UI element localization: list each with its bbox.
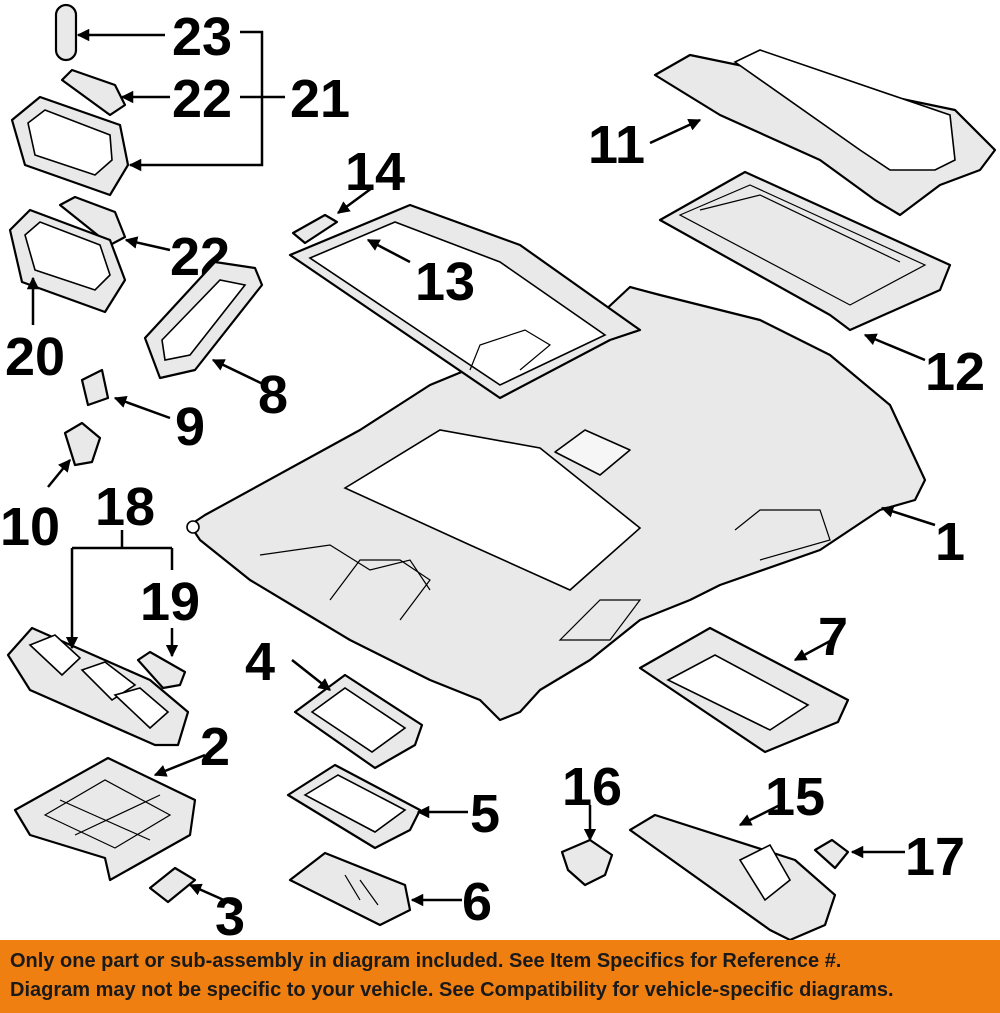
part-lamp-2 xyxy=(13,756,197,882)
callout-number: 15 xyxy=(765,767,825,827)
part-bulb-3 xyxy=(148,866,197,904)
disclaimer-line-2: Diagram may not be specific to your vehi… xyxy=(10,979,894,1001)
callout-1: 1 xyxy=(880,505,965,572)
part-lamp-8 xyxy=(143,260,264,380)
callout-number: 9 xyxy=(175,397,205,457)
callout-12: 12 xyxy=(863,333,985,402)
part-bulb xyxy=(54,3,78,62)
callout-number: 3 xyxy=(215,887,245,940)
callout-2: 2 xyxy=(153,717,230,777)
part-sunroof-panel xyxy=(658,170,952,332)
callout-9: 9 xyxy=(113,395,205,457)
part-cover-6 xyxy=(288,851,412,927)
callout-21: 21 xyxy=(128,30,350,172)
part-dome-housing xyxy=(10,95,130,197)
callout-number: 4 xyxy=(245,632,275,692)
callout-17: 17 xyxy=(850,827,965,887)
part-bracket-16 xyxy=(560,838,614,887)
callout-15: 15 xyxy=(738,767,825,827)
callout-number: 11 xyxy=(588,115,645,175)
callout-22-top: 22 xyxy=(120,69,232,129)
part-clip-17 xyxy=(813,838,850,870)
callout-number: 22 xyxy=(172,69,232,129)
parts-diagram: 1 11 12 13 14 xyxy=(0,3,997,940)
callout-number: 14 xyxy=(345,142,405,202)
part-sunroof-glass xyxy=(653,49,997,217)
part-bezel-4 xyxy=(293,673,424,770)
part-mirror-5 xyxy=(286,763,422,850)
callout-8: 8 xyxy=(211,358,288,425)
callout-number: 19 xyxy=(140,572,200,632)
callout-number: 10 xyxy=(0,497,60,557)
callout-number: 7 xyxy=(818,607,848,667)
callout-number: 1 xyxy=(935,512,965,572)
callout-number: 8 xyxy=(258,365,288,425)
callout-19: 19 xyxy=(140,572,200,658)
callout-5: 5 xyxy=(416,784,500,844)
disclaimer-line-1: Only one part or sub-assembly in diagram… xyxy=(10,950,842,972)
part-clip-9 xyxy=(80,368,110,407)
callout-number: 13 xyxy=(415,252,475,312)
part-clip-10 xyxy=(63,421,102,467)
part-sunroof-frame xyxy=(288,203,642,400)
callout-7: 7 xyxy=(793,607,848,667)
part-console-18 xyxy=(6,626,190,747)
callout-number: 20 xyxy=(5,327,65,387)
callout-23: 23 xyxy=(76,7,232,67)
callout-6: 6 xyxy=(410,872,492,932)
part-bezel-7 xyxy=(638,626,850,754)
callout-20: 20 xyxy=(5,276,65,387)
callout-3: 3 xyxy=(188,883,245,940)
part-sun-visor xyxy=(628,813,837,940)
part-lens-22-top xyxy=(60,68,127,117)
callout-13: 13 xyxy=(366,238,475,312)
part-clip-14 xyxy=(291,213,339,245)
callout-10: 10 xyxy=(0,459,71,557)
callout-number: 21 xyxy=(290,69,350,129)
callout-number: 6 xyxy=(462,872,492,932)
part-lens-19 xyxy=(136,650,187,690)
callout-number: 5 xyxy=(470,784,500,844)
callout-4: 4 xyxy=(245,632,331,692)
callout-number: 17 xyxy=(905,827,965,887)
callout-number: 12 xyxy=(925,342,985,402)
callout-16: 16 xyxy=(562,757,622,842)
callout-number: 16 xyxy=(562,757,622,817)
disclaimer-banner: Only one part or sub-assembly in diagram… xyxy=(0,940,1000,1013)
callout-18: 18 xyxy=(65,477,174,650)
callout-11: 11 xyxy=(588,115,702,175)
callout-14: 14 xyxy=(336,142,405,215)
callout-number: 18 xyxy=(95,477,155,537)
callout-number: 23 xyxy=(172,7,232,67)
part-headliner xyxy=(186,285,927,722)
callout-number: 2 xyxy=(200,717,230,777)
